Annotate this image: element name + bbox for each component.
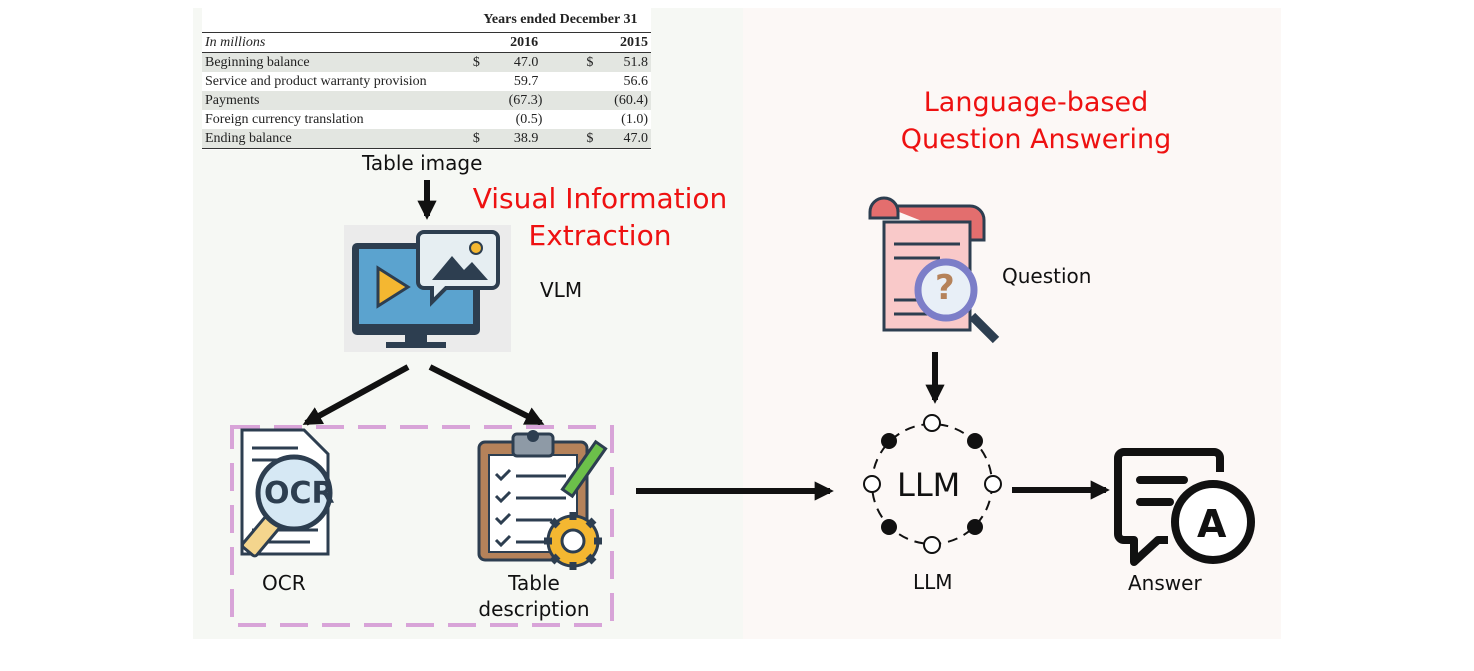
ocr-icon-text: OCR [264, 476, 335, 511]
question-answering-title-line1: Language-based [923, 87, 1149, 118]
table-cell: $ [469, 129, 488, 149]
table-row: Payments (67.3) (60.4) [202, 91, 651, 110]
answer-a-icon-text: A [1197, 502, 1227, 546]
table-cell: (67.3) [487, 91, 579, 110]
llm-node-text: LLM [897, 466, 961, 504]
question-answering-title-line2: Question Answering [900, 124, 1172, 155]
table-row: Service and product warranty provision 5… [202, 72, 651, 91]
vlm-monitor-icon [344, 225, 511, 352]
answer-label: Answer [1128, 571, 1202, 595]
table-year-col: 2015 [578, 32, 651, 53]
visual-extraction-title-line2: Extraction [528, 219, 672, 252]
table-description-label: Table description [470, 570, 598, 622]
table-row-label: Beginning balance [202, 52, 470, 72]
table-header-span: Years ended December 31 [483, 12, 638, 27]
answer-chat-icon [1114, 448, 1255, 566]
question-answering-title: Language-based Question Answering [886, 84, 1186, 158]
table-cell: 51.8 [601, 52, 651, 72]
table-row-label: Payments [202, 91, 470, 110]
ocr-document-icon [240, 428, 333, 558]
arrow-vlm-to-ocr [302, 364, 410, 426]
table-cell: $ [469, 52, 488, 72]
extraction-output-dashed-box [230, 425, 614, 627]
vlm-label: VLM [540, 278, 583, 302]
table-unit-label: In millions [202, 32, 470, 53]
table-row-label: Ending balance [202, 129, 470, 149]
ocr-label: OCR [262, 571, 306, 595]
warranty-table: Years ended December 31 In millions 2016… [202, 8, 651, 149]
table-row-label: Service and product warranty provision [205, 74, 427, 89]
table-description-label-line1: Table [508, 571, 560, 595]
question-mark-icon-text: ? [935, 268, 955, 308]
question-scroll-icon [868, 196, 1000, 344]
table-cell: 47.0 [487, 52, 579, 72]
visual-extraction-title-line1: Visual Information [472, 182, 728, 215]
table-cell: (1.0) [621, 112, 648, 127]
table-year-col: 2016 [469, 32, 579, 53]
table-description-label-line2: description [478, 597, 590, 621]
arrow-vlm-to-description [428, 364, 545, 426]
source-table-image: Years ended December 31 In millions 2016… [202, 8, 651, 150]
table-cell: 59.7 [513, 74, 539, 89]
table-cell: 47.0 [601, 129, 651, 149]
table-cell [578, 91, 602, 110]
table-cell: 56.6 [623, 74, 649, 89]
table-row: Beginning balance $ 47.0 $ 51.8 [202, 52, 651, 72]
table-row: Ending balance $ 38.9 $ 47.0 [202, 129, 651, 149]
table-cell: $ [578, 129, 602, 149]
visual-extraction-title: Visual Information Extraction [462, 180, 738, 254]
table-row-label: Foreign currency translation [205, 112, 364, 127]
llm-node-ring [863, 414, 1002, 554]
llm-label: LLM [913, 570, 953, 594]
table-row: Foreign currency translation (0.5) (1.0) [202, 110, 651, 129]
question-label: Question [1002, 264, 1092, 288]
table-cell [469, 91, 488, 110]
table-cell: (60.4) [601, 91, 651, 110]
table-cell: (0.5) [515, 112, 543, 127]
table-cell: 38.9 [487, 129, 579, 149]
table-image-label: Table image [362, 151, 483, 175]
table-cell: $ [578, 52, 602, 72]
clipboard-checklist-icon [477, 430, 608, 570]
gear-icon [544, 512, 602, 570]
